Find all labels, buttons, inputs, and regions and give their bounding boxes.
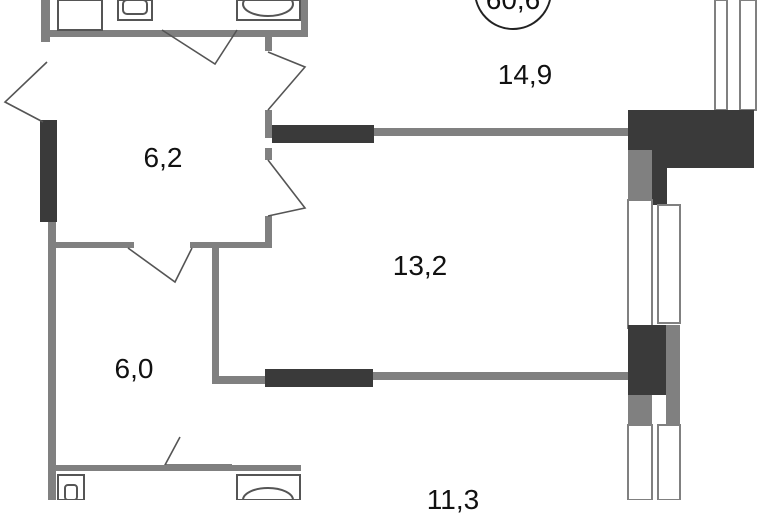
room-area-large-top: 14,9 xyxy=(497,59,553,90)
room-area-corridor: 6,0 xyxy=(114,353,154,384)
room-area-large-bottom: 11,3 xyxy=(426,484,480,515)
floor-plan xyxy=(3,0,757,500)
bathroom-bottom xyxy=(56,465,301,500)
outer-walls xyxy=(40,0,308,500)
total-area-label: 60,6 xyxy=(486,0,541,14)
room-area-middle: 13,2 xyxy=(392,250,448,281)
room-area-hall: 6,2 xyxy=(143,142,183,173)
total-area-badge xyxy=(475,0,551,30)
hall-walls xyxy=(56,37,272,248)
bathroom-top xyxy=(57,0,301,31)
inner-walls xyxy=(212,125,631,387)
right-facade xyxy=(627,0,757,500)
